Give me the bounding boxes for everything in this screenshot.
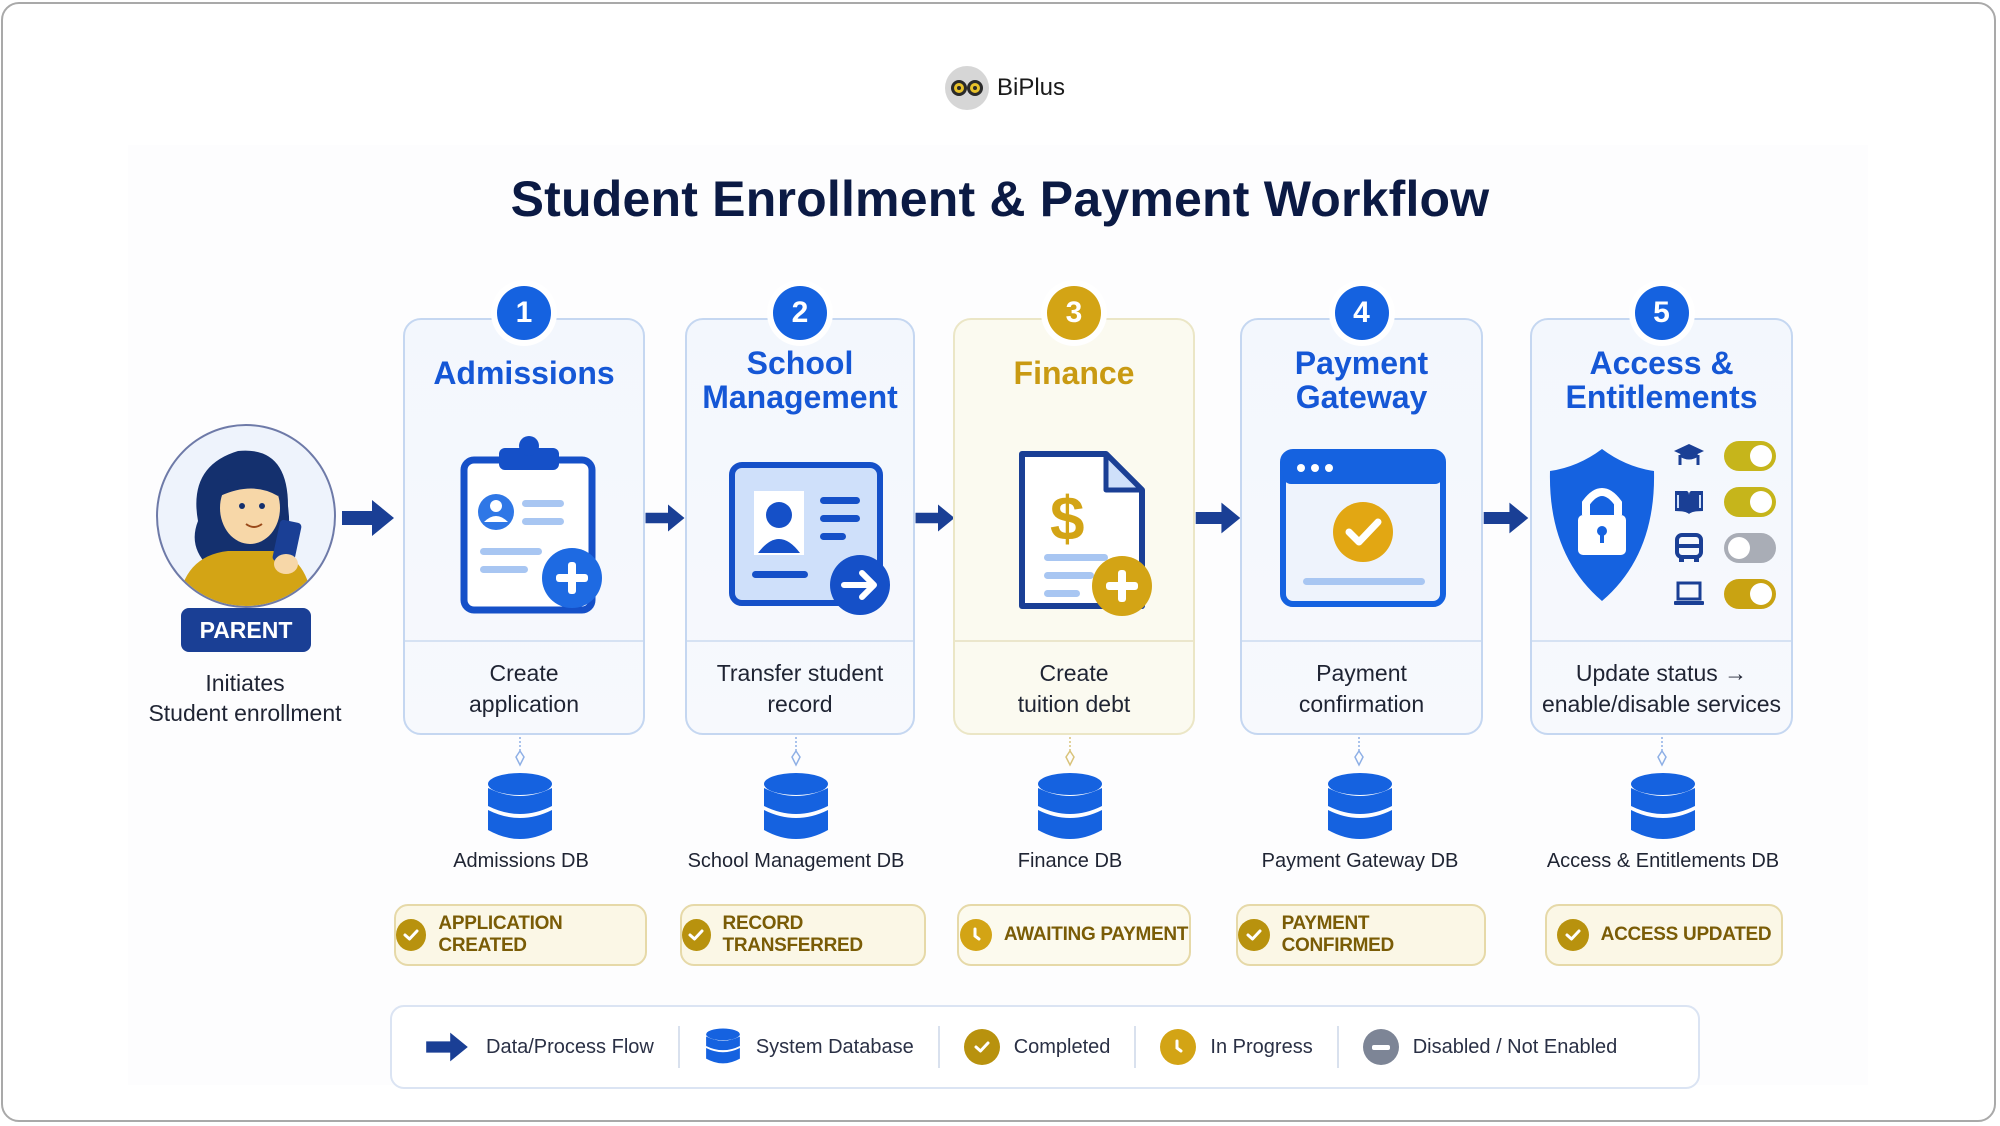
card-divider [405,640,643,642]
svg-text:$: $ [1050,485,1084,554]
parent-illustration [156,424,336,608]
step-title: Admissions [433,355,615,391]
database-label: Access & Entitlements DB [1546,850,1780,872]
connector-icon [515,737,525,767]
database-label: Admissions DB [453,850,589,872]
card-divider [955,640,1193,642]
legend-item-disabled: Disabled / Not Enabled [1339,1029,1642,1065]
flow-arrow-icon [1195,502,1241,534]
connector-icon [1657,737,1667,767]
legend: Data/Process Flow System Database Comple… [390,1005,1700,1089]
clipboard-add-icon [405,430,643,620]
step-number-badge: 5 [1634,286,1689,340]
legend-item-completed: Completed [940,1029,1135,1065]
status-badge: AWAITING PAYMENT [957,904,1191,966]
check-circle-icon [682,919,711,951]
step-number-badge: 4 [1334,286,1389,340]
database-icon[interactable] [1034,772,1106,844]
connector-icon [1354,737,1364,767]
flow-arrow-icon [1483,502,1529,534]
database-icon[interactable] [1627,772,1699,844]
bus-icon [1675,533,1703,562]
check-circle-icon [1238,919,1270,951]
entitlement-toggles [1672,433,1776,617]
flow-arrow-icon [342,500,394,536]
legend-item-database: System Database [680,1026,938,1068]
parent-role-badge: PARENT [181,608,311,652]
toggle-switch-on[interactable] [1724,441,1776,471]
clock-icon [1160,1029,1197,1065]
step-title: Finance [1013,355,1135,391]
step-description: Update status →enable/disable services [1541,660,1782,717]
parent-caption: Initiates Student enrollment [148,670,342,726]
database-icon[interactable] [1324,772,1396,844]
status-badge: PAYMENT CONFIRMED [1236,904,1486,966]
toggle-switch-off[interactable] [1724,533,1776,563]
owl-eyes-icon [945,66,989,110]
legend-item-in-progress: In Progress [1136,1029,1336,1065]
page-title: Student Enrollment & Payment Workflow [510,171,1490,227]
browser-check-icon [1242,430,1481,620]
status-badge: APPLICATION CREATED [394,904,647,966]
step-title: Access &Entitlements [1565,345,1758,415]
status-badge: ACCESS UPDATED [1545,904,1783,966]
laptop-icon [1674,581,1704,605]
arrow-right-icon [426,1032,468,1062]
toggle-switch-on[interactable] [1724,487,1776,517]
entitlement-row [1672,525,1776,571]
card-divider [687,640,913,642]
card-divider [1532,640,1791,642]
legend-divider [1134,1026,1137,1068]
legend-divider [677,1026,680,1068]
database-label: Payment Gateway DB [1261,850,1459,872]
check-circle-icon [1556,919,1589,951]
shield-lock-icon [1549,449,1655,601]
check-circle-icon [963,1029,1000,1065]
connector-icon [1065,737,1075,767]
book-icon [1675,491,1703,514]
clock-icon [959,919,992,951]
database-icon[interactable] [484,772,556,844]
entitlements-panel [1532,430,1791,620]
check-circle-icon [396,919,427,951]
minus-circle-icon [1362,1029,1399,1065]
toggle-switch-on[interactable] [1724,579,1776,609]
database-label: Finance DB [1017,850,1123,872]
step-number-badge: 3 [1047,286,1101,340]
entitlement-row [1672,433,1776,479]
database-icon [705,1028,740,1064]
step-number-badge: 1 [497,286,551,340]
brand-name: BiPlus [997,74,1066,101]
legend-divider [937,1026,940,1068]
invoice-dollar-add-icon: $ [955,430,1193,620]
entitlement-row [1672,571,1776,617]
step-number-badge: 2 [773,286,827,340]
database-label: School Management DB [687,850,905,872]
card-divider [1242,640,1481,642]
graduation-cap-icon [1674,444,1704,465]
database-icon[interactable] [760,772,832,844]
flow-arrow-icon [645,504,685,532]
legend-item-flow: Data/Process Flow [392,1031,678,1063]
entitlement-row [1672,479,1776,525]
connector-icon [791,737,801,767]
brand-logo: BiPlus [945,66,1065,110]
id-card-transfer-icon [687,430,913,620]
legend-divider [1336,1026,1339,1068]
flow-arrow-icon [915,504,955,532]
step-card-access-entitlements[interactable]: 5 Access &Entitlements [1530,286,1793,735]
status-badge: RECORD TRANSFERRED [680,904,926,966]
